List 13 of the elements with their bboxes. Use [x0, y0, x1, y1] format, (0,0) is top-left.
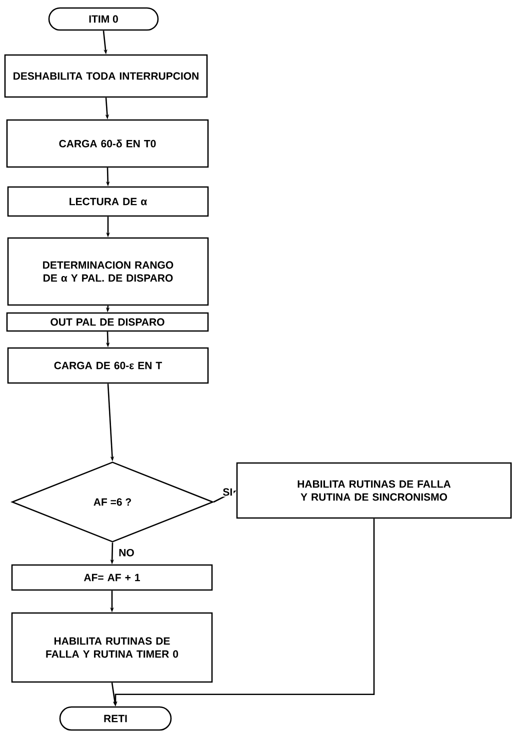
- process-box: CARGA 60-δ EN T0: [6, 119, 209, 168]
- terminator: RETI: [59, 706, 172, 731]
- process-box: CARGA DE 60-ε EN T: [7, 347, 209, 384]
- edge-label: SI: [223, 488, 232, 496]
- process-box: DESHABILITA TODA INTERRUPCION: [4, 54, 208, 98]
- terminator: ITIM 0: [48, 7, 159, 31]
- process-box: HABILITA RUTINAS DE FALLA Y RUTINA TIMER 0: [11, 612, 213, 683]
- process-box: LECTURA DE α: [7, 186, 209, 217]
- edge-label: NO: [119, 548, 134, 556]
- process-box: OUT PAL DE DISPARO: [6, 312, 209, 332]
- process-box: HABILITA RUTINAS DE FALLA Y RUTINA DE SINCRONISMO: [236, 462, 512, 519]
- process-box: AF= AF + 1: [11, 564, 213, 591]
- process-box: DETERMINACION RANGO DE α Y PAL. DE DISPARO: [7, 237, 209, 306]
